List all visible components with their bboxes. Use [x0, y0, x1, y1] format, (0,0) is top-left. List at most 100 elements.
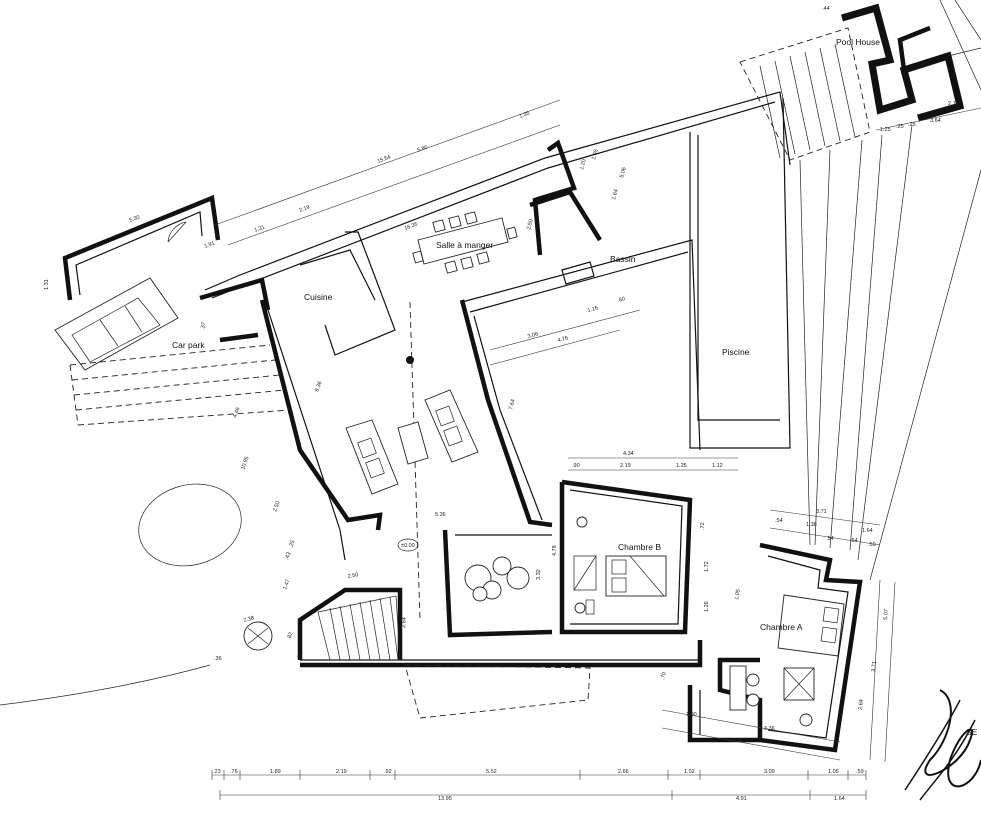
svg-text:5.30: 5.30 [129, 215, 141, 224]
svg-text:5.25: 5.25 [732, 738, 743, 744]
svg-text:3.06: 3.06 [527, 331, 539, 340]
svg-text:2.66: 2.66 [618, 769, 629, 775]
svg-text:2.19: 2.19 [620, 463, 631, 469]
svg-text:7.64: 7.64 [508, 399, 517, 411]
level-marker: ±0.00 [397, 538, 419, 552]
svg-text:5.07: 5.07 [883, 609, 890, 620]
svg-text:5.52: 5.52 [486, 769, 497, 775]
svg-text:1.35: 1.35 [519, 111, 531, 120]
svg-text:5.80: 5.80 [417, 145, 429, 154]
signature-mark: SE [966, 727, 978, 737]
kitchen-counter [299, 231, 396, 356]
salle-label: Salle à manger [436, 240, 493, 250]
svg-text:1.47: 1.47 [282, 579, 291, 591]
svg-text:1.31: 1.31 [44, 279, 50, 290]
svg-text:5.06: 5.06 [619, 167, 628, 179]
living-sofas [345, 389, 479, 495]
svg-text:4.34: 4.34 [623, 451, 634, 457]
svg-text:.37: .37 [200, 322, 207, 331]
svg-text:.54: .54 [850, 538, 858, 544]
svg-text:13.95: 13.95 [438, 796, 452, 802]
site-boundary-curve [0, 664, 211, 706]
middle-dimensions: 3.06 4.76 1.16 .60 7.64 5.36 8.36 4.46 1… [200, 296, 641, 662]
svg-text:3.36: 3.36 [764, 726, 775, 732]
main-house-walls [199, 91, 791, 668]
svg-text:.25: .25 [896, 124, 904, 130]
svg-text:.76: .76 [230, 769, 238, 775]
svg-text:1.12: 1.12 [712, 463, 723, 469]
svg-text:10.95: 10.95 [240, 456, 250, 471]
svg-text:.50: .50 [868, 542, 876, 548]
svg-text:.82: .82 [286, 631, 294, 640]
svg-text:1.31: 1.31 [254, 225, 266, 234]
chambre-a-label: Chambre A [760, 622, 803, 632]
svg-text:.25: .25 [288, 539, 296, 548]
bassin-area [561, 261, 595, 285]
svg-text:1.72: 1.72 [704, 561, 710, 572]
svg-text:3.71: 3.71 [871, 661, 878, 672]
svg-text:2.64: 2.64 [858, 699, 865, 710]
svg-text:.54: .54 [775, 518, 783, 524]
chambre-a-dims: 3.71 1.38 1.64 .54 .54 .54 .50 1.05 5.07… [660, 509, 896, 763]
svg-text:.44: .44 [822, 6, 830, 12]
svg-text:1.26: 1.26 [704, 601, 710, 612]
stairs [317, 595, 401, 661]
svg-text:15.54: 15.54 [377, 155, 392, 165]
svg-text:1.05: 1.05 [734, 589, 742, 601]
bassin-label: Bassin [610, 254, 636, 264]
svg-text:3.64: 3.64 [930, 118, 941, 124]
terrace-outline [404, 664, 591, 719]
svg-text:4.78: 4.78 [552, 545, 558, 556]
sight-lines [799, 124, 981, 581]
svg-text:3.71: 3.71 [816, 509, 827, 515]
svg-text:1.64: 1.64 [834, 796, 845, 802]
svg-text:1.89: 1.89 [270, 769, 281, 775]
svg-text:1.91: 1.91 [204, 241, 216, 250]
car [54, 277, 179, 371]
svg-text:2.50: 2.50 [526, 219, 535, 231]
svg-text:±0.00: ±0.00 [401, 543, 415, 549]
svg-text:1.64: 1.64 [611, 189, 620, 201]
chambre-b-label: Chambre B [618, 542, 661, 552]
garden-tree [243, 621, 273, 651]
svg-text:.54: .54 [826, 536, 834, 542]
svg-text:5.36: 5.36 [435, 512, 446, 518]
svg-text:1.65: 1.65 [591, 149, 600, 161]
patio [442, 529, 553, 638]
svg-text:1.05: 1.05 [828, 769, 839, 775]
pool-house: Pool House [739, 0, 981, 161]
cuisine-label: Cuisine [304, 292, 333, 302]
svg-text:.43: .43 [284, 551, 292, 560]
svg-text:4.91: 4.91 [736, 796, 747, 802]
svg-text:1.25: 1.25 [676, 463, 687, 469]
svg-text:1.25: 1.25 [880, 127, 891, 133]
svg-text:.90: .90 [572, 463, 580, 469]
svg-text:1.02: 1.02 [684, 769, 695, 775]
chambre-b-dims: 4.34 .90 2.19 1.25 1.12 .72 1.72 1.26 3.… [536, 451, 738, 612]
svg-text:.92: .92 [384, 769, 392, 775]
bottom-dimensions: .23 .76 1.89 2.19 .92 5.52 2.66 1.02 3.0… [211, 769, 867, 802]
svg-text:4.46: 4.46 [232, 407, 241, 419]
svg-text:3.32: 3.32 [536, 569, 542, 580]
architect-signature: SE [904, 689, 981, 801]
svg-text:.64: .64 [296, 651, 304, 660]
svg-text:1.64: 1.64 [862, 528, 873, 534]
chambre-b [559, 479, 693, 635]
svg-text:2.50: 2.50 [272, 501, 281, 513]
svg-text:1.90: 1.90 [686, 712, 697, 718]
svg-text:1.16: 1.16 [587, 305, 599, 314]
svg-text:2.19: 2.19 [299, 205, 311, 214]
svg-text:16.35: 16.35 [404, 222, 419, 232]
svg-text:.70: .70 [660, 672, 668, 681]
svg-text:4.76: 4.76 [557, 335, 569, 344]
column-marker [406, 356, 414, 364]
svg-text:.59: .59 [856, 769, 864, 775]
oval-lawn [138, 483, 242, 567]
pool-house-label: Pool House [836, 37, 880, 47]
svg-text:2.50: 2.50 [347, 572, 359, 580]
svg-text:.23: .23 [213, 769, 221, 775]
svg-text:.72: .72 [700, 522, 706, 530]
svg-text:2.64: 2.64 [401, 617, 408, 628]
svg-text:.36: .36 [214, 656, 222, 662]
